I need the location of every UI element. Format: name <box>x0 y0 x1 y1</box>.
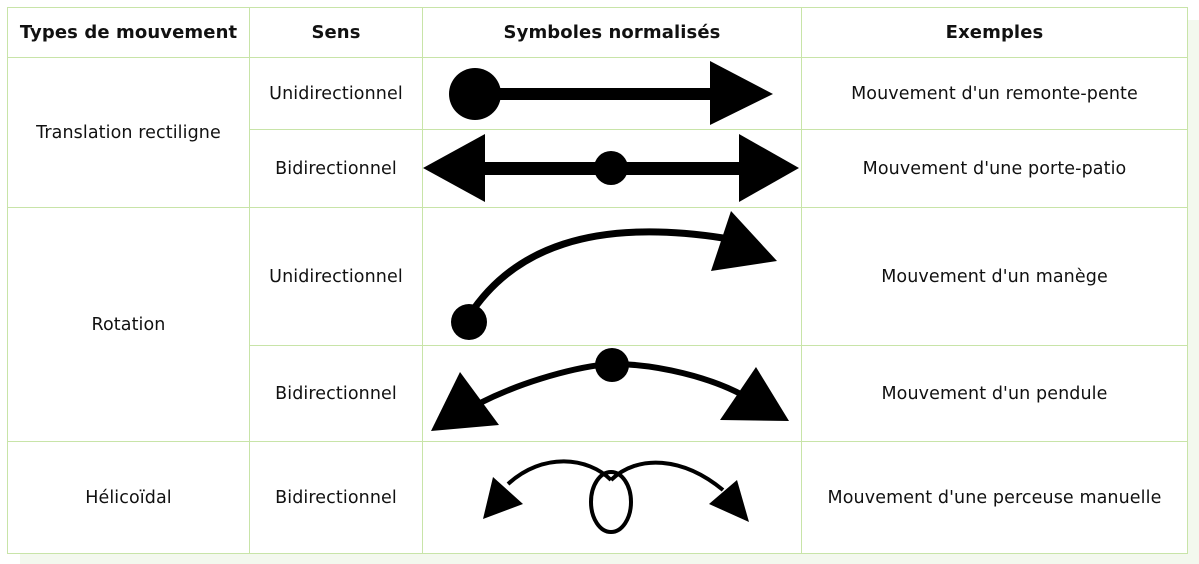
header-exemples: Exemples <box>801 7 1188 58</box>
header-symboles: Symboles normalisés <box>422 7 802 58</box>
table-row: Rotation Unidirectionnel Mouvement d'un … <box>7 207 1188 442</box>
rotation-unidirectional-icon <box>451 211 777 340</box>
header-sens: Sens <box>249 7 423 58</box>
sens-cell: Bidirectionnel <box>249 441 423 554</box>
helical-bidirectional-icon <box>483 459 749 534</box>
symbol-cell <box>422 441 802 554</box>
symbol-cell <box>422 207 802 346</box>
example-cell: Mouvement d'une perceuse manuelle <box>801 441 1188 554</box>
type-cell: Translation rectiligne <box>7 57 250 208</box>
table-header-row: Types de mouvement Sens Symboles normali… <box>7 7 1188 58</box>
rotation-bidirectional-icon <box>431 348 789 431</box>
type-cell: Rotation <box>7 207 250 442</box>
translation-unidirectional-icon <box>449 61 773 125</box>
sens-cell: Bidirectionnel <box>249 129 423 208</box>
example-cell: Mouvement d'un remonte-pente <box>801 57 1188 130</box>
table-row: Translation rectiligne Unidirectionnel M… <box>7 57 1188 208</box>
example-cell: Mouvement d'une porte-patio <box>801 129 1188 208</box>
translation-bidirectional-icon <box>423 134 799 202</box>
example-cell: Mouvement d'un manège <box>801 207 1188 346</box>
table-row: Hélicoïdal Bidirectionnel Mouvement d'un… <box>7 441 1188 554</box>
sens-cell: Bidirectionnel <box>249 345 423 442</box>
symbol-cell <box>422 57 802 130</box>
type-cell: Hélicoïdal <box>7 441 250 554</box>
table-row: Bidirectionnel Mouvement d'une porte-pat… <box>8 129 1188 208</box>
example-cell: Mouvement d'un pendule <box>801 345 1188 442</box>
header-types: Types de mouvement <box>7 7 250 58</box>
symbol-cell <box>422 129 802 208</box>
sens-cell: Unidirectionnel <box>249 207 423 346</box>
sens-cell: Unidirectionnel <box>249 57 423 130</box>
symbol-cell <box>422 345 802 442</box>
movement-types-table: Types de mouvement Sens Symboles normali… <box>7 7 1188 554</box>
table-row: Bidirectionnel Mouvement d'un pendule <box>8 345 1188 442</box>
